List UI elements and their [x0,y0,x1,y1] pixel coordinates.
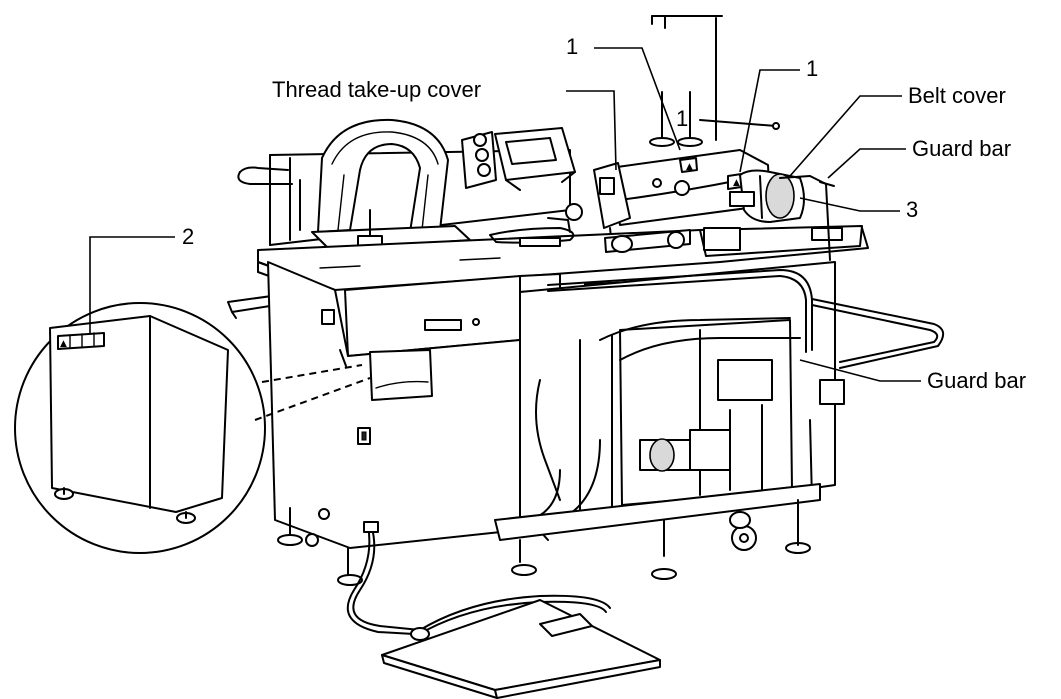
guard-bar-upper [779,175,835,261]
detail-magnifier: ▲ [14,302,266,554]
left-cabinet [267,261,521,549]
guard-bar-lower [811,298,945,369]
label-guard-bar-upper: Guard bar [912,136,1011,161]
thread-stand [649,15,780,147]
svg-text:▲: ▲ [733,178,740,188]
magnifier-dash-lower [254,377,371,421]
cabinet-legs [277,507,363,586]
foot-pedal [346,521,661,699]
callout-leaders [89,47,921,382]
label-guard-bar-lower: Guard bar [927,368,1026,393]
control-panel [461,127,576,191]
callout-1-arm: 1 [676,106,688,131]
callout-3: 3 [906,197,918,222]
callout-2: 2 [182,224,194,249]
base-frame [494,483,821,580]
svg-text:▲: ▲ [686,162,693,172]
callout-1-right: 1 [806,56,818,81]
label-belt-cover: Belt cover [908,83,1006,108]
sewing-head: ▲ ▲ [593,149,805,247]
work-clamp [311,118,471,251]
label-thread-takeup-cover: Thread take-up cover [272,77,481,102]
magnifier-dash-upper [261,364,363,383]
callout-1-left: 1 [566,34,578,59]
svg-text:▲: ▲ [60,339,67,349]
